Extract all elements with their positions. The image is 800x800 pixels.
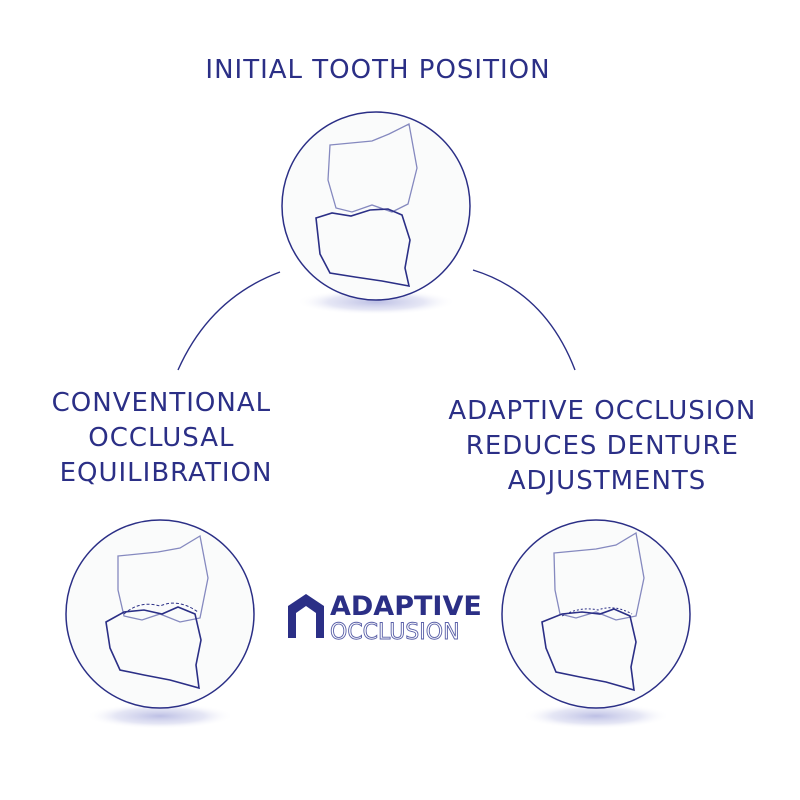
conventional-shadow <box>86 703 234 729</box>
conventional-lower-tooth <box>105 606 202 690</box>
adaptive-label: ADAPTIVE OCCLUSION REDUCES DENTURE ADJUS… <box>448 396 765 496</box>
adaptive-lower-tooth <box>541 608 637 692</box>
adaptive-illustration <box>501 519 691 729</box>
initial-position-illustration <box>281 111 471 315</box>
right-connector-arc <box>472 269 576 371</box>
conventional-label-line-1: CONVENTIONAL <box>52 388 271 418</box>
initial-lower-tooth <box>315 208 411 288</box>
adaptive-upper-tooth <box>553 531 645 621</box>
adaptive-occlusion-logo: ADAPTIVE OCCLUSION <box>288 591 482 645</box>
logo-word-occlusion: OCCLUSION <box>330 620 460 645</box>
conventional-label: CONVENTIONAL OCCLUSAL EQUILIBRATION <box>52 388 281 488</box>
house-logo-icon <box>288 594 324 638</box>
conventional-label-line-3: EQUILIBRATION <box>60 458 273 488</box>
initial-tooth-position-label: INITIAL TOOTH POSITION <box>205 55 550 85</box>
adaptive-contact-contour <box>561 607 633 617</box>
adaptive-label-line-1: ADAPTIVE OCCLUSION <box>448 396 756 426</box>
conventional-label-line-2: OCCLUSAL <box>88 423 234 453</box>
logo-word-adaptive: ADAPTIVE <box>330 591 482 622</box>
adaptive-label-line-2: REDUCES DENTURE <box>466 431 739 461</box>
conventional-removed-contour <box>123 602 199 615</box>
initial-position-shadow <box>296 289 456 315</box>
initial-upper-tooth <box>327 123 418 213</box>
adaptive-shadow <box>522 703 670 729</box>
conventional-illustration <box>65 519 255 729</box>
left-connector-arc <box>177 271 281 371</box>
adaptive-label-line-3: ADJUSTMENTS <box>508 466 707 496</box>
